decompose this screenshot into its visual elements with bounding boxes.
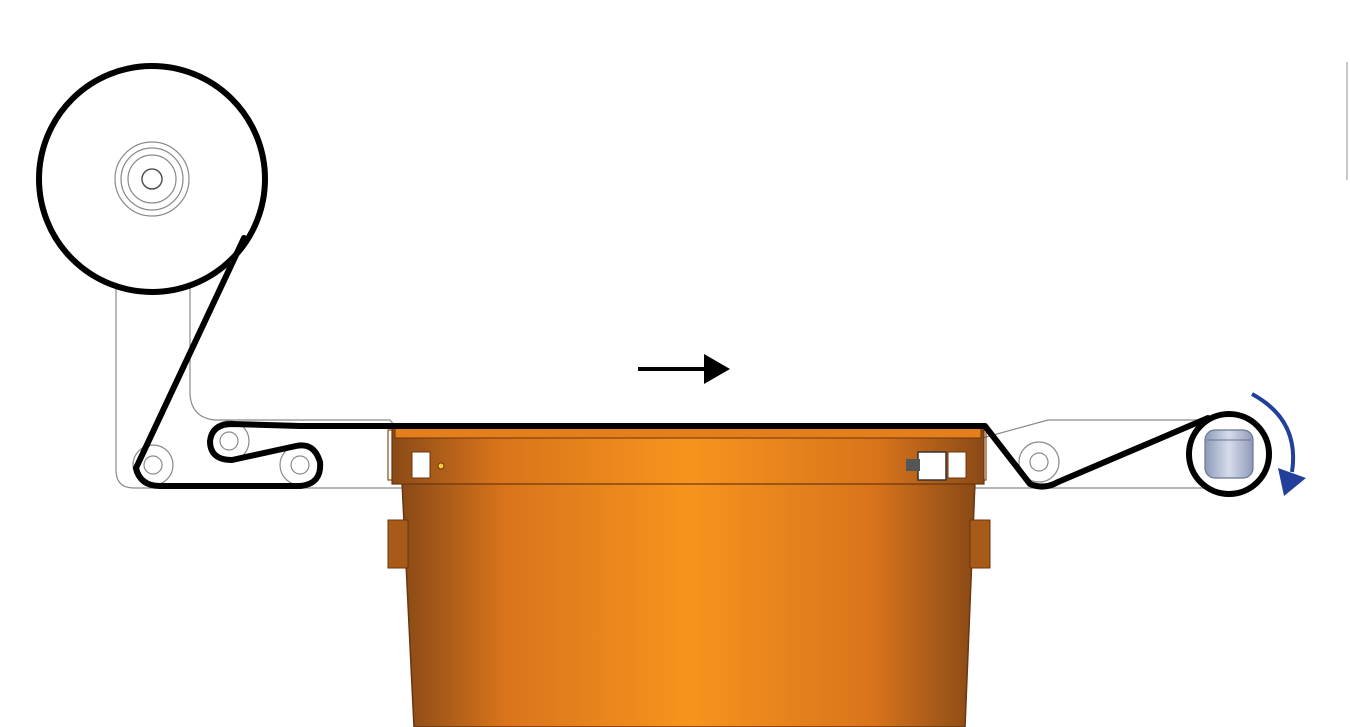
edge-marker-line (1346, 62, 1348, 180)
cup-left-notch (411, 451, 431, 479)
cup-rim-top-lip (394, 427, 982, 439)
cup-body (401, 481, 976, 727)
cup-right-notch (947, 451, 967, 479)
supply-roll-outer (36, 63, 268, 295)
supply-roll (36, 63, 268, 295)
guide-roller-4 (1018, 441, 1060, 483)
cup-left-pin (437, 462, 445, 470)
sensor-block (917, 451, 947, 481)
supply-roll-hub-outer (114, 141, 190, 217)
cup-right-side-tab (969, 519, 991, 569)
sensor-screw (906, 459, 920, 471)
supply-roll-shaft (141, 168, 163, 190)
film-path (133, 235, 1211, 490)
right-frame-arm (974, 419, 1235, 489)
arrow-right-icon (638, 354, 730, 384)
take-up-roller-core (1204, 429, 1254, 479)
left-frame-arm (115, 285, 405, 489)
cup-left-side-tab (387, 519, 409, 569)
take-up-roller (1186, 411, 1272, 497)
cup-container (387, 427, 991, 727)
clockwise-rotation-arrow-icon (1251, 392, 1306, 496)
